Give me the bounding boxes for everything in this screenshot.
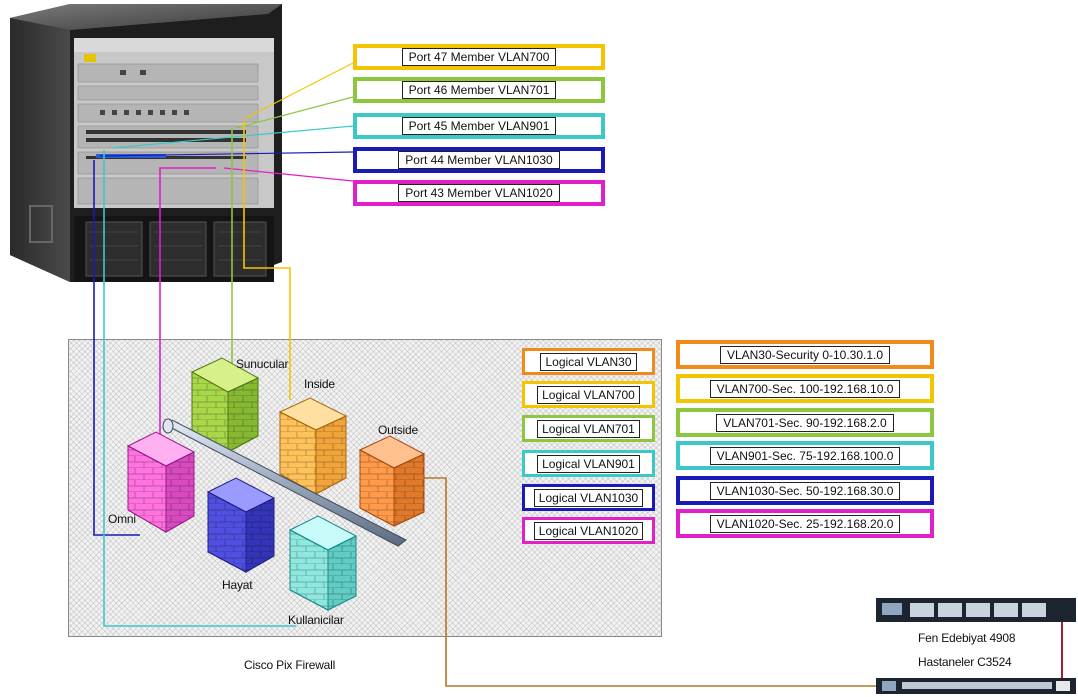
logical-vlan1020-box: Logical VLAN1020	[522, 517, 655, 544]
port-43-box: Port 43 Member VLAN1020	[353, 180, 605, 206]
logical-vlan700-label: Logical VLAN700	[537, 385, 640, 404]
vlan1030-security-box: VLAN1030-Sec. 50-192.168.30.0	[676, 476, 934, 505]
logical-vlan1030-label: Logical VLAN1030	[533, 488, 644, 507]
core-switch-chassis	[10, 4, 282, 282]
port-46-box: Port 46 Member VLAN701	[353, 77, 605, 103]
vlan1020-security-label: VLAN1020-Sec. 25-192.168.20.0	[709, 514, 901, 533]
switch-top-label: Fen Edebiyat 4908	[918, 631, 1016, 645]
zone-label-omni: Omni	[108, 512, 136, 526]
vlan901-security-label: VLAN901-Sec. 75-192.168.100.0	[709, 446, 901, 465]
zone-label-outside: Outside	[378, 423, 418, 437]
logical-vlan700-box: Logical VLAN700	[522, 381, 655, 408]
vlan700-security-label: VLAN700-Sec. 100-192.168.10.0	[709, 379, 901, 398]
vlan700-security-box: VLAN700-Sec. 100-192.168.10.0	[676, 374, 934, 403]
firewall-pipe	[162, 418, 407, 547]
firewall-hayat	[206, 477, 276, 573]
firewall-outside	[358, 435, 426, 527]
zone-label-sunucular: Sunucular	[236, 357, 289, 371]
firewall-omni	[126, 431, 196, 533]
vlan1020-security-box: VLAN1020-Sec. 25-192.168.20.0	[676, 509, 934, 538]
vlan701-security-label: VLAN701-Sec. 90-192.168.2.0	[716, 413, 894, 432]
port-46-label: Port 46 Member VLAN701	[401, 81, 557, 99]
logical-vlan701-box: Logical VLAN701	[522, 415, 655, 442]
port-47-label: Port 47 Member VLAN700	[401, 48, 557, 66]
switch-fen-edebiyat	[876, 598, 1076, 622]
port-45-box: Port 45 Member VLAN901	[353, 113, 605, 139]
logical-vlan701-label: Logical VLAN701	[537, 419, 640, 438]
firewall-inside	[278, 397, 348, 495]
port-45-label: Port 45 Member VLAN901	[401, 117, 557, 135]
logical-vlan30-box: Logical VLAN30	[522, 348, 655, 375]
zone-label-kullanicilar: Kullanicilar	[288, 613, 344, 627]
vlan1030-security-label: VLAN1030-Sec. 50-192.168.30.0	[709, 481, 901, 500]
port-44-box: Port 44 Member VLAN1030	[353, 147, 605, 173]
port-44-label: Port 44 Member VLAN1030	[398, 151, 560, 169]
logical-vlan901-label: Logical VLAN901	[537, 454, 640, 473]
vlan30-security-label: VLAN30-Security 0-10.30.1.0	[719, 345, 891, 364]
port-43-label: Port 43 Member VLAN1020	[398, 184, 560, 202]
firewall-kullanicilar	[288, 515, 358, 611]
switch-hastaneler	[876, 678, 1076, 694]
vlan901-security-box: VLAN901-Sec. 75-192.168.100.0	[676, 441, 934, 470]
zone-label-inside: Inside	[304, 377, 335, 391]
vlan-cables	[93, 120, 1063, 687]
logical-vlan901-box: Logical VLAN901	[522, 450, 655, 477]
port-leader-lines	[99, 62, 354, 182]
vlan701-security-box: VLAN701-Sec. 90-192.168.2.0	[676, 408, 934, 437]
logical-vlan30-label: Logical VLAN30	[540, 352, 637, 371]
logical-vlan1030-box: Logical VLAN1030	[522, 484, 655, 511]
logical-vlan1020-label: Logical VLAN1020	[533, 521, 644, 540]
port-47-box: Port 47 Member VLAN700	[353, 44, 605, 70]
switch-bottom-label: Hastaneler C3524	[918, 655, 1012, 669]
vlan30-security-box: VLAN30-Security 0-10.30.1.0	[676, 340, 934, 369]
firewall-caption: Cisco Pix Firewall	[244, 658, 336, 672]
zone-label-hayat: Hayat	[222, 578, 253, 592]
